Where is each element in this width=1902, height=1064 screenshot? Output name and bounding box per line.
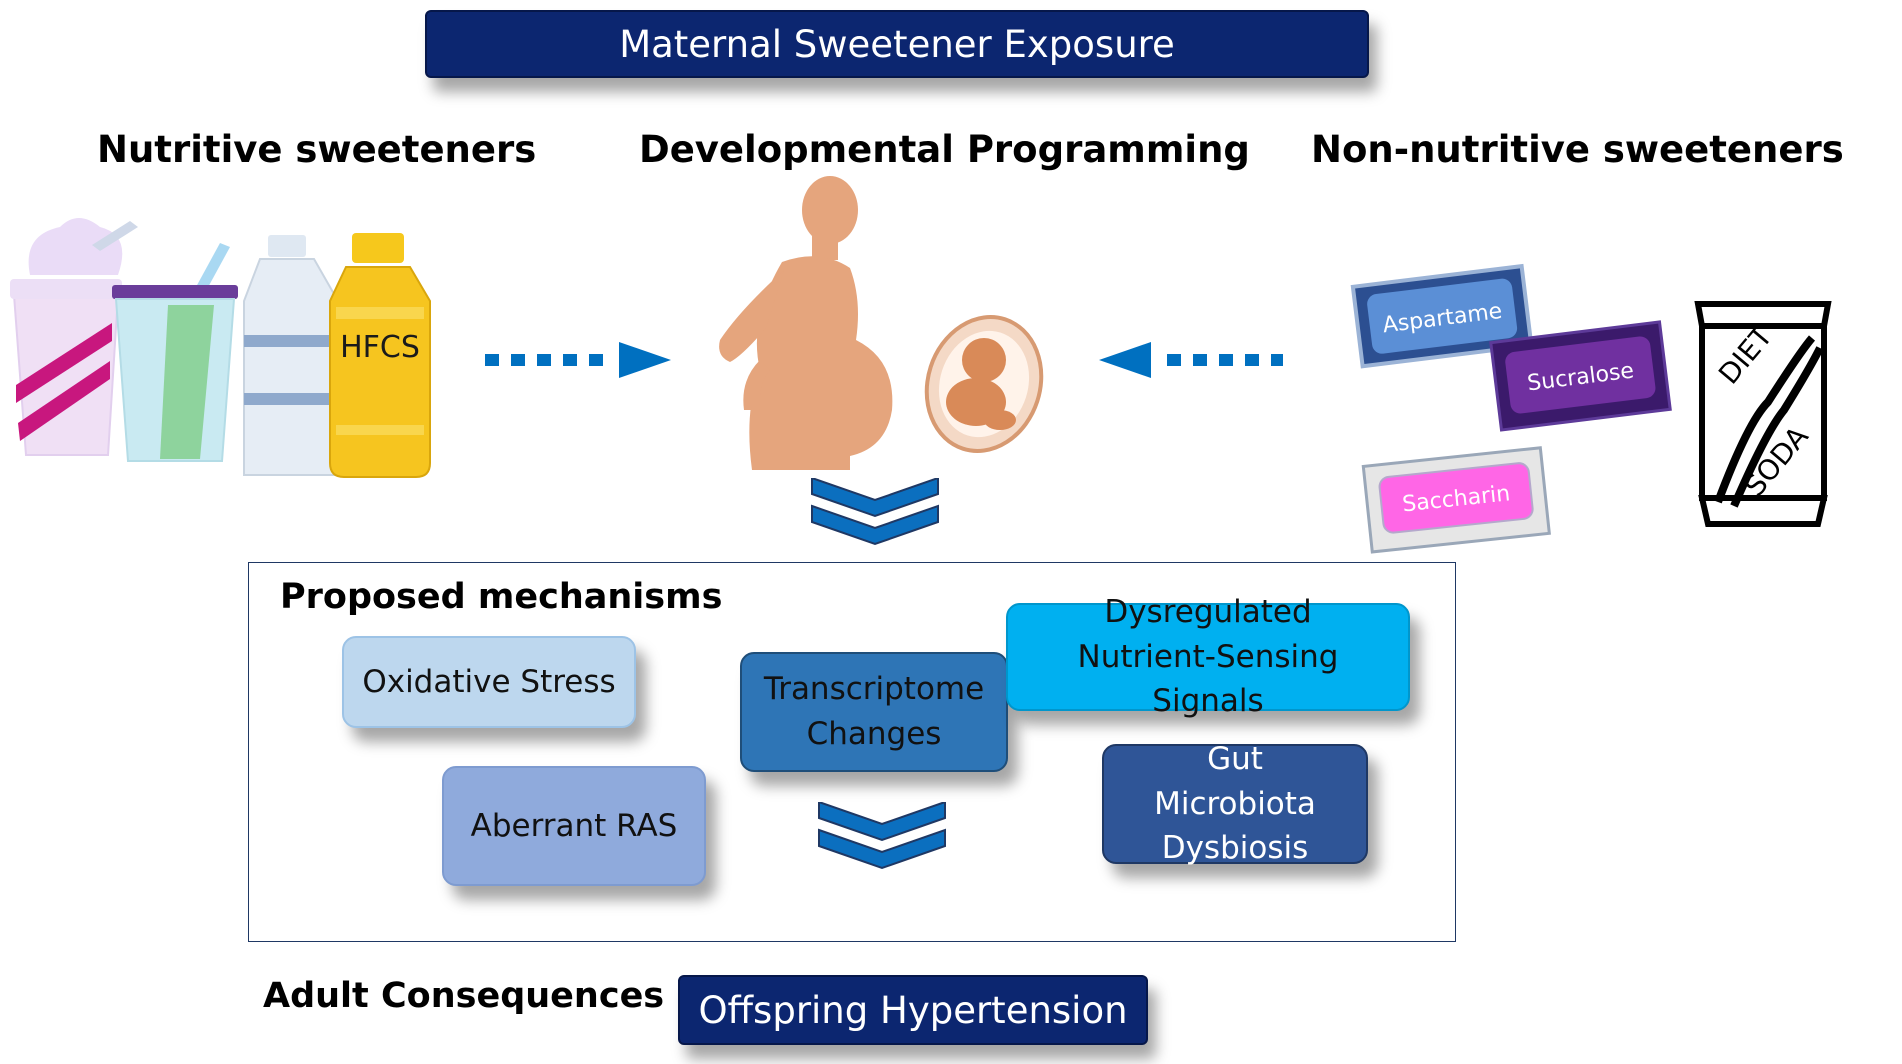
- mechanism-oxidative-stress: Oxidative Stress: [342, 636, 636, 728]
- dotted-arrow-right: [485, 342, 671, 378]
- heading-nutritive: Nutritive sweeteners: [97, 128, 537, 171]
- diet-soda-can-icon: DIET SODA: [1694, 301, 1832, 527]
- heading-developmental: Developmental Programming: [639, 128, 1250, 171]
- hfcs-label: HFCS: [340, 330, 420, 365]
- dotted-arrow-left: [1099, 342, 1283, 378]
- mechanism-aberrant-ras: Aberrant RAS: [442, 766, 706, 886]
- fetus-icon: [924, 315, 1044, 453]
- hfcs-bottle-icon: HFCS: [329, 233, 431, 478]
- pregnant-woman-icon: [719, 176, 893, 470]
- water-bottle-icon: [243, 235, 339, 476]
- mechanism-transcriptome-changes: Transcriptome Changes: [740, 652, 1008, 772]
- mechanism-nutrient-sensing: Dysregulated Nutrient-Sensing Signals: [1006, 594, 1410, 719]
- mechanisms-panel: [248, 562, 1456, 942]
- offspring-hypertension-box: Offspring Hypertension: [678, 975, 1148, 1045]
- nutritive-drinks-illustration: HFCS: [10, 218, 431, 478]
- chevron-down-icon: [811, 478, 939, 546]
- green-drink-icon: [112, 243, 238, 462]
- sweetener-packets: Aspartame Sucralose Saccharin: [1350, 263, 1672, 554]
- title-banner: Maternal Sweetener Exposure: [425, 10, 1369, 78]
- chevron-down-icon-inner: [818, 802, 946, 870]
- milkshake-icon: [10, 218, 138, 456]
- saccharin-packet: Saccharin: [1361, 446, 1551, 554]
- heading-non-nutritive: Non-nutritive sweeteners: [1311, 128, 1844, 171]
- mechanism-gut-microbiota: Gut Microbiota Dysbiosis: [1102, 741, 1368, 866]
- adult-consequences-label: Adult Consequences: [263, 976, 665, 1016]
- sucralose-packet: Sucralose: [1489, 320, 1672, 432]
- mechanisms-title: Proposed mechanisms: [280, 577, 723, 617]
- title-banner-text: Maternal Sweetener Exposure: [619, 22, 1175, 66]
- aspartame-packet: Aspartame: [1350, 263, 1534, 369]
